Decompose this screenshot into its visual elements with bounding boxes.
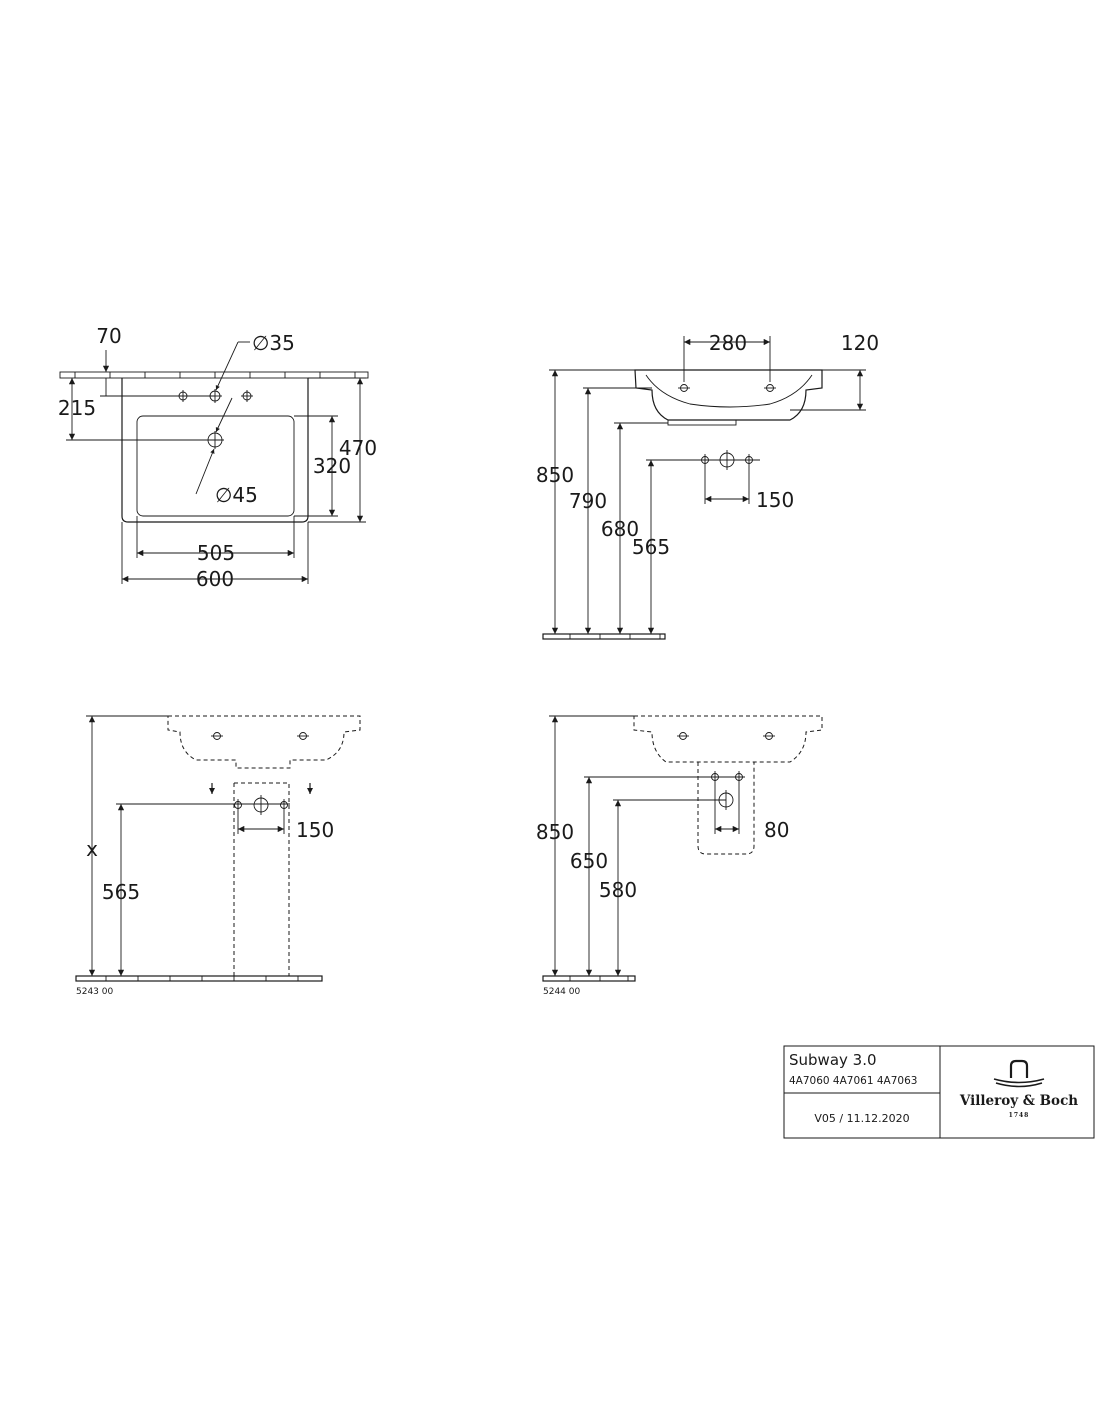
model-code: 5244 00 [543,987,580,997]
waste-connection-icon [718,790,734,810]
dim-150: 150 [296,818,334,842]
dim-565: 565 [102,880,140,904]
dim-850: 850 [536,820,574,844]
dim-320: 320 [313,454,351,478]
tap-hole-right-icon [764,384,776,392]
title-block: Subway 3.0 4A7060 4A7061 4A7063 V05 / 11… [783,1045,1095,1139]
model-code: 5243 00 [76,987,113,997]
semi-pedestal-dashed-outline [697,762,755,855]
brand-year: 1748 [1009,1112,1030,1119]
semi-pedestal-view: 850 650 580 80 5244 00 [536,715,823,997]
dim-470: 470 [339,436,377,460]
dim-150: 150 [756,488,794,512]
brand-name: Villeroy & Boch [959,1093,1078,1109]
waste-connection-icon [719,450,735,470]
dim-600: 600 [196,567,234,591]
brand-logo-icon [993,1059,1045,1088]
version-date: V05 / 11.12.2020 [814,1112,909,1125]
tap-hole-right-icon [241,390,253,402]
dim-850: 850 [536,463,574,487]
water-connection-left-icon [701,454,709,466]
article-numbers: 4A7060 4A7061 4A7063 [789,1075,917,1087]
tap-hole-right-icon [297,732,309,740]
basin-profile [634,369,823,421]
pedestal-dashed-outline [233,782,290,976]
dim-280: 280 [709,331,747,355]
tap-hole-left-icon [677,732,689,740]
dim-505: 505 [197,541,235,565]
basin-dashed-outline [633,715,823,763]
top-view: 70 215 ∅35 ∅45 470 320 505 600 [58,324,377,591]
water-connection-left-icon [711,771,719,783]
basin-dashed-outline [167,715,361,769]
dim-120: 120 [841,331,879,355]
dim-80: 80 [764,818,789,842]
waste-connection-icon [253,795,269,815]
side-view: 280 120 850 790 680 565 [536,331,879,640]
product-name: Subway 3.0 [789,1051,877,1069]
floor-line [542,633,666,640]
pedestal-view: x 565 150 5243 00 [75,715,361,997]
dim-diameter-35: ∅35 [252,331,295,355]
tap-hole-left-icon [678,384,690,392]
dim-diameter-45: ∅45 [215,483,258,507]
dim-580: 580 [599,878,637,902]
basin-outline [121,378,309,523]
dim-215: 215 [58,396,96,420]
dim-565: 565 [632,535,670,559]
water-connection-left-icon [234,799,242,811]
drain-spigot [667,419,737,426]
dim-x: x [86,837,98,861]
tap-hole-left-icon [211,732,223,740]
floor-line [542,975,636,982]
dim-650: 650 [570,849,608,873]
bowl-outline [136,415,295,517]
water-connection-right-icon [735,771,743,783]
water-connection-right-icon [745,454,753,466]
water-connection-right-icon [280,799,288,811]
tap-hole-right-icon [763,732,775,740]
floor-line [75,975,323,982]
wall-strip [59,371,369,379]
dim-790: 790 [569,489,607,513]
dim-680: 680 [601,517,639,541]
dim-70: 70 [96,324,121,348]
